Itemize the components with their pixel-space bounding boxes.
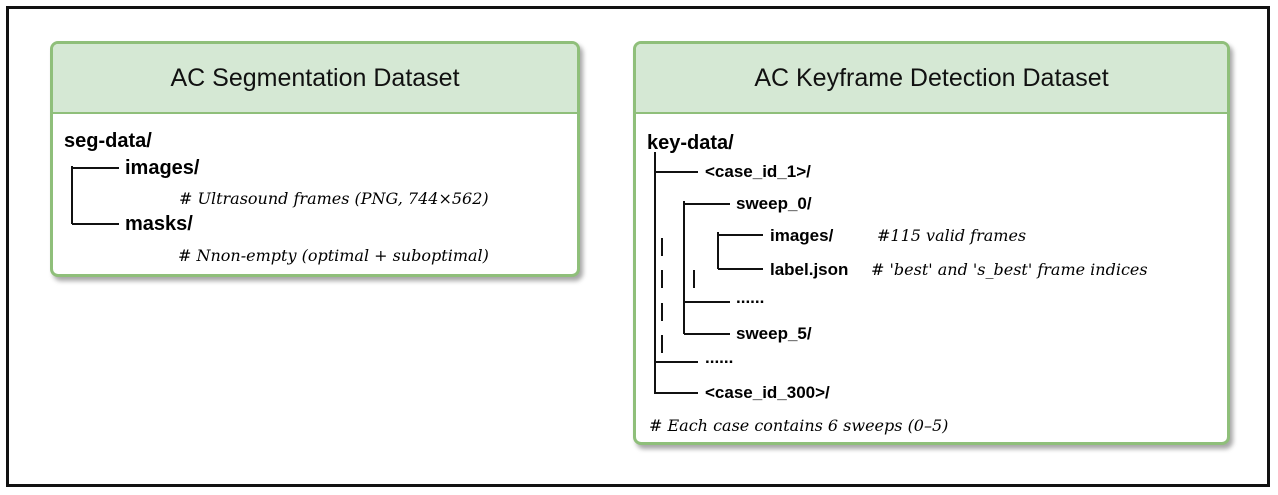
seg-tree-lines <box>71 166 119 225</box>
key-label-comment: # 'best' and 's_best' frame indices <box>871 260 1148 279</box>
key-sweep5-dir: sweep_5/ <box>736 324 812 343</box>
seg-masks-comment: # Nnon-empty (optimal + suboptimal) <box>178 246 489 265</box>
key-images-dir: images/ <box>770 226 834 245</box>
key-sweep0-dir: sweep_0/ <box>736 194 812 213</box>
seg-panel-title: AC Segmentation Dataset <box>53 44 577 114</box>
key-case300-dir: <case_id_300>/ <box>705 383 830 402</box>
seg-root-dir: seg-data/ <box>64 130 152 152</box>
key-case-ellipsis: ...... <box>705 348 734 367</box>
key-images-comment: #115 valid frames <box>877 226 1027 245</box>
key-dataset-panel: AC Keyframe Detection Dataset key-data/ <box>633 41 1230 445</box>
seg-masks-dir: masks/ <box>125 213 193 235</box>
key-footer-comment: # Each case contains 6 sweeps (0–5) <box>649 416 949 435</box>
key-tree-lines <box>654 152 763 394</box>
key-panel-title: AC Keyframe Detection Dataset <box>636 44 1227 114</box>
seg-images-comment: # Ultrasound frames (PNG, 744×562) <box>179 189 489 208</box>
key-label-file: label.json <box>770 260 849 279</box>
seg-images-dir: images/ <box>125 157 200 179</box>
key-sweep-ellipsis: ...... <box>736 288 765 307</box>
seg-dataset-panel: AC Segmentation Dataset seg-data/ images… <box>50 41 580 277</box>
key-case1-dir: <case_id_1>/ <box>705 162 811 181</box>
key-root-dir: key-data/ <box>647 132 734 154</box>
